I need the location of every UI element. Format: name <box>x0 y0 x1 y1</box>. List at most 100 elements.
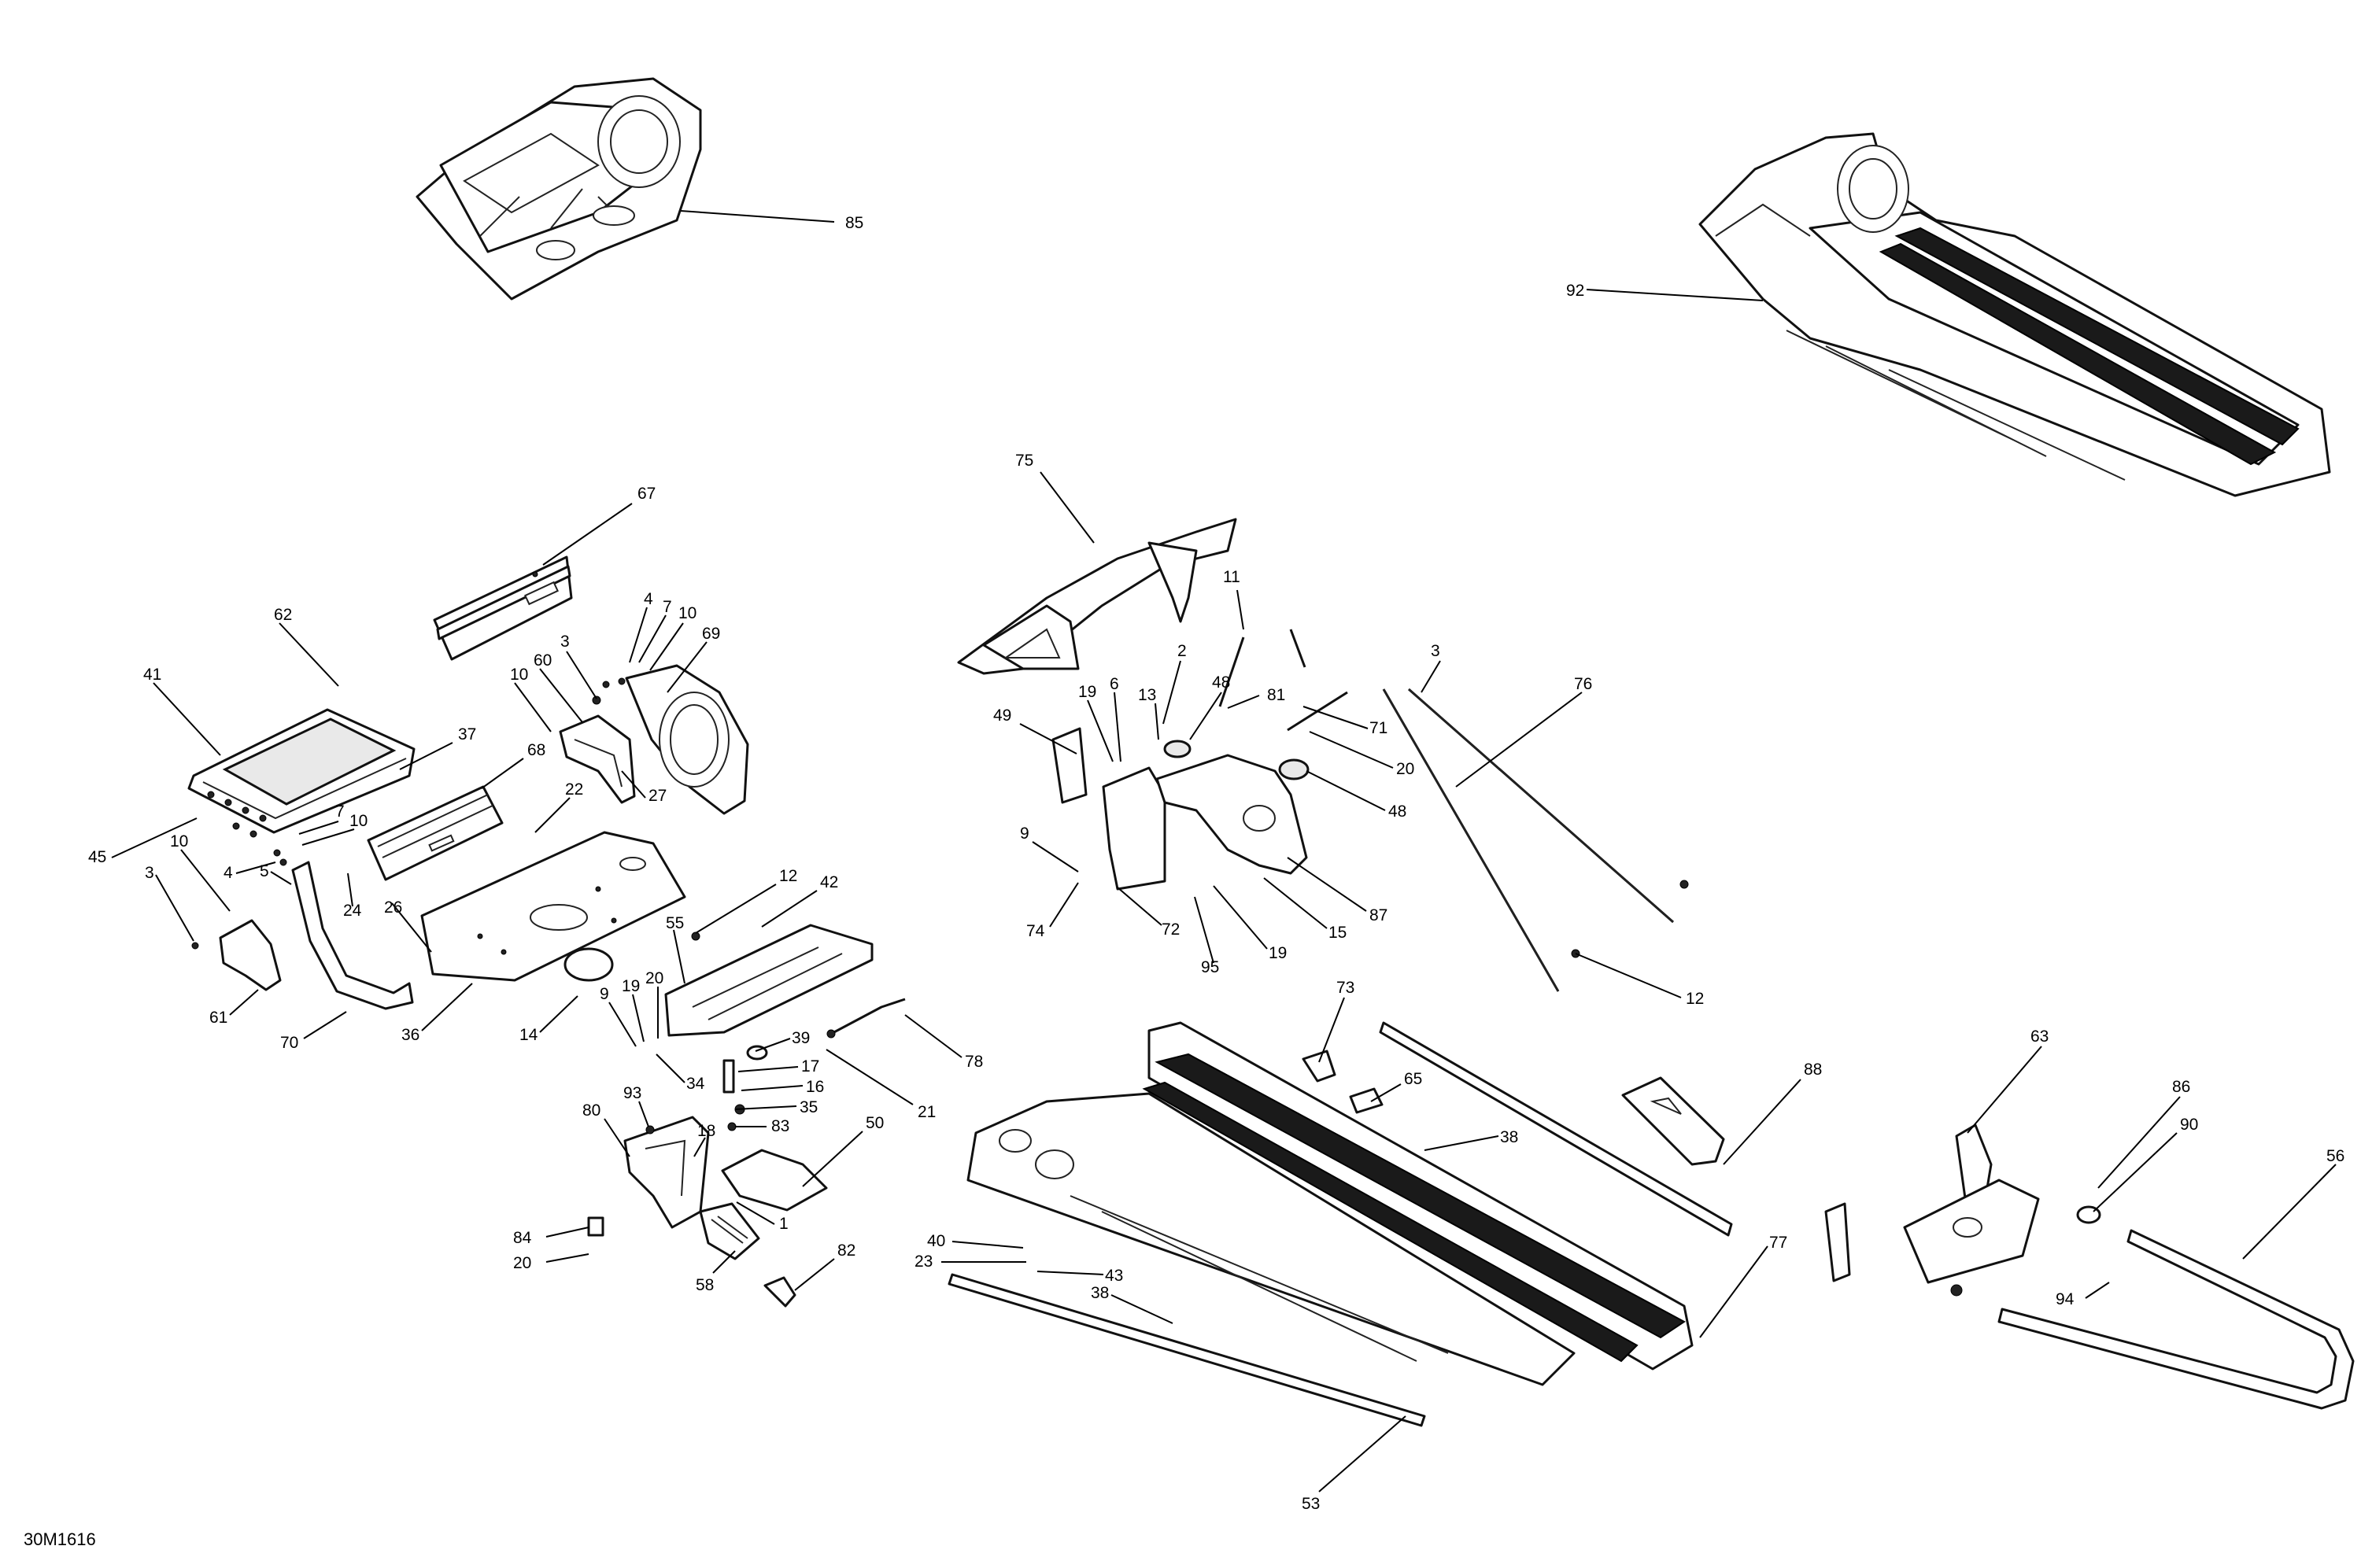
leader-line <box>421 983 473 1031</box>
leader-line <box>1699 1245 1768 1338</box>
callout-86: 86 <box>2097 1078 2190 1189</box>
callout-label: 11 <box>1223 568 1240 586</box>
callout-label: 38 <box>1500 1128 1518 1146</box>
callout-38: 38 <box>1091 1284 1173 1324</box>
callout-17: 17 <box>737 1057 819 1075</box>
leader-line <box>1227 695 1260 709</box>
leader-line <box>270 871 292 885</box>
callout-9: 9 <box>600 985 637 1047</box>
callout-2: 2 <box>1162 642 1187 725</box>
callout-70: 70 <box>280 1011 347 1052</box>
running-board-rail <box>948 1273 1426 1427</box>
callout-15: 15 <box>1263 877 1347 942</box>
leader-line <box>301 828 355 846</box>
callout-5: 5 <box>260 862 292 885</box>
leader-line <box>545 1253 589 1263</box>
callout-label: 13 <box>1138 686 1156 704</box>
callout-35: 35 <box>734 1098 818 1116</box>
callout-label: 12 <box>779 867 797 885</box>
callout-label: 45 <box>88 848 106 866</box>
callout-12: 12 <box>1575 953 1704 1008</box>
leader-line <box>673 929 685 984</box>
leader-line <box>826 1049 914 1105</box>
callout-label: 43 <box>1105 1267 1123 1285</box>
callout-58: 58 <box>696 1250 736 1294</box>
leader-line <box>629 607 648 663</box>
leader-line <box>904 1014 963 1058</box>
leader-line <box>1263 877 1328 929</box>
callout-84: 84 <box>513 1227 589 1247</box>
callout-label: 9 <box>600 985 609 1003</box>
callout-81: 81 <box>1227 686 1285 709</box>
callout-label: 40 <box>927 1232 945 1250</box>
leader-line <box>180 849 231 912</box>
leader-line <box>514 682 552 732</box>
leader-line <box>1967 1046 2042 1134</box>
callout-label: 56 <box>2326 1147 2344 1165</box>
callout-label: 3 <box>560 633 570 651</box>
callout-label: 70 <box>280 1034 298 1052</box>
callout-83: 83 <box>735 1117 789 1135</box>
callout-label: 61 <box>209 1009 227 1027</box>
callout-label: 77 <box>1769 1234 1787 1252</box>
callout-19: 19 <box>622 977 645 1042</box>
callout-label: 84 <box>513 1229 532 1247</box>
callout-78: 78 <box>904 1014 983 1071</box>
callout-label: 85 <box>845 214 863 232</box>
callout-label: 7 <box>335 802 345 821</box>
leader-line <box>667 641 708 693</box>
callout-label: 23 <box>914 1253 933 1271</box>
steering-bracket <box>623 1116 710 1229</box>
callout-label: 3 <box>1431 642 1440 660</box>
callout-16: 16 <box>741 1078 824 1096</box>
callout-26: 26 <box>384 898 432 953</box>
leader-line <box>539 668 583 723</box>
callout-label: 15 <box>1328 924 1347 942</box>
front-frame-assembly <box>416 77 702 301</box>
leader-line <box>1421 660 1441 693</box>
callout-13: 13 <box>1138 686 1159 740</box>
callout-label: 53 <box>1302 1495 1320 1513</box>
leader-line <box>279 622 339 687</box>
leader-line <box>680 210 835 223</box>
callout-7: 7 <box>298 802 345 835</box>
leader-line <box>802 1131 863 1187</box>
callout-label: 93 <box>623 1084 641 1102</box>
callout-label: 58 <box>696 1276 714 1294</box>
callout-label: 35 <box>800 1098 818 1116</box>
callout-label: 60 <box>534 651 552 670</box>
leader-line <box>111 817 198 858</box>
callout-36: 36 <box>401 983 473 1044</box>
leader-line <box>391 902 432 953</box>
leader-line <box>1287 857 1367 912</box>
callout-63: 63 <box>1967 1028 2049 1134</box>
leader-line <box>347 873 353 907</box>
suspension-plate <box>1051 727 1166 891</box>
callout-45: 45 <box>88 817 198 866</box>
callout-3: 3 <box>145 864 194 942</box>
leader-line <box>734 1105 797 1110</box>
leader-line <box>1032 841 1079 873</box>
callout-label: 20 <box>645 969 663 987</box>
callout-40: 40 <box>927 1232 1024 1250</box>
callout-label: 12 <box>1686 990 1704 1008</box>
callout-label: 37 <box>458 725 476 743</box>
callout-label: 80 <box>582 1101 600 1120</box>
center-cover-plate <box>367 785 504 881</box>
callout-69: 69 <box>667 625 720 693</box>
leader-line <box>1049 882 1079 928</box>
leader-line <box>693 1137 706 1157</box>
callout-80: 80 <box>582 1101 630 1157</box>
callout-label: 20 <box>513 1254 531 1272</box>
leader-line <box>1194 896 1214 964</box>
callout-11: 11 <box>1223 568 1244 630</box>
rear-bumper <box>1997 1229 2355 1410</box>
callout-label: 10 <box>170 832 188 850</box>
leader-line <box>545 1227 589 1238</box>
tunnel <box>966 1021 1694 1386</box>
rear-brackets <box>1824 1123 2101 1297</box>
callout-label: 67 <box>637 485 656 503</box>
leader-line <box>1189 692 1222 740</box>
bottom-pan <box>420 831 686 982</box>
